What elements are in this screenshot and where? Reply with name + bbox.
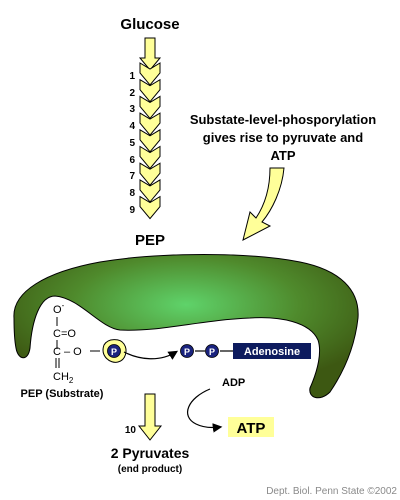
pep-substrate-caption: PEP (Substrate) xyxy=(21,388,104,400)
step-number-10: 10 xyxy=(125,425,137,436)
annotation-line1: Substate-level-phosporylation xyxy=(190,112,376,127)
step-chevron xyxy=(139,195,161,220)
step-chevron xyxy=(139,128,161,153)
adp-chain: P P Adenosine xyxy=(180,343,311,359)
credit-text: Dept. Biol. Penn State ©2002 xyxy=(266,486,397,497)
step-number: 4 xyxy=(129,121,135,132)
step-number: 7 xyxy=(129,171,135,182)
phosphate-label: P xyxy=(184,347,190,357)
annotation-arrow xyxy=(242,167,285,241)
adenosine-box xyxy=(233,343,311,359)
product-sublabel: (end product) xyxy=(118,464,182,475)
phosphate-label: P xyxy=(111,347,117,357)
phosphate-icon xyxy=(107,344,121,358)
phosphate-label: P xyxy=(209,347,215,357)
product-label: 2 Pyruvates xyxy=(111,445,190,461)
annotation-line3: ATP xyxy=(270,148,295,163)
step-chevron xyxy=(139,162,161,186)
enzyme-shape xyxy=(13,254,359,399)
annotation: Substate-level-phosporylation gives rise… xyxy=(190,112,376,163)
step-numbers: 1 2 3 4 5 6 7 8 9 xyxy=(129,71,135,216)
adp-to-atp-arrow xyxy=(187,388,223,433)
oxygen-minus: O- xyxy=(53,301,65,316)
c-o-group: C – O xyxy=(53,346,82,358)
atp-label: ATP xyxy=(237,420,266,437)
adenosine-label: Adenosine xyxy=(244,346,300,358)
atp-box xyxy=(228,417,274,437)
step-number: 6 xyxy=(129,155,135,166)
annotation-line2: gives rise to pyruvate and xyxy=(203,130,363,145)
step-arrow-shaft xyxy=(138,37,162,71)
glucose-label: Glucose xyxy=(120,16,179,33)
phosphate-group-substrate: P xyxy=(107,344,121,358)
step-chevron xyxy=(139,112,161,136)
step-number: 3 xyxy=(129,104,135,115)
carbonyl-group: C=O xyxy=(53,328,76,340)
pep-molecule: O- C=O C – O CH2 PEP (Substrate) xyxy=(21,301,104,400)
step-chevron xyxy=(139,78,161,103)
phosphate-icon xyxy=(180,344,194,358)
step-number: 8 xyxy=(129,188,135,199)
step-chevron xyxy=(139,145,161,170)
step-chevron xyxy=(139,95,161,120)
phosphate-icon xyxy=(205,344,219,358)
adp-label: ADP xyxy=(222,377,245,389)
pep-label: PEP xyxy=(135,232,165,249)
step-chevron xyxy=(139,62,161,86)
step-chevron xyxy=(139,179,161,203)
step-number: 5 xyxy=(129,138,135,149)
step-number: 2 xyxy=(129,88,135,99)
phosphate-transfer-arrow xyxy=(123,350,179,360)
methylene-group: CH2 xyxy=(53,371,74,385)
step-number: 1 xyxy=(129,71,135,82)
step-chevrons xyxy=(139,62,161,220)
glycolysis-step-arrows xyxy=(138,37,162,220)
step-10-arrow xyxy=(137,393,163,441)
step-number: 9 xyxy=(129,205,135,216)
